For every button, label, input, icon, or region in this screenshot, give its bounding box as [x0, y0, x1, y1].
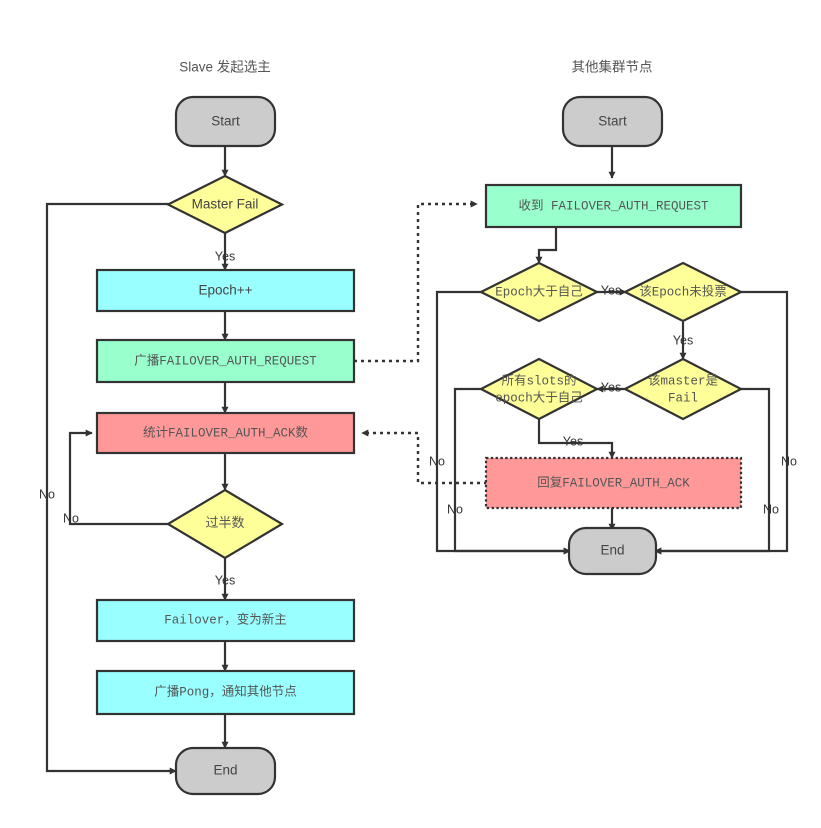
edge-right-receive-to-epochgreater	[535, 227, 558, 264]
node-left-end-label: End	[213, 763, 237, 778]
node-left-broadcast-pong-label: 广播Pong，通知其他节点	[154, 684, 297, 699]
node-left-count-ack-label: 统计FAILOVER_AUTH_ACK数	[143, 424, 309, 440]
edge-label-right-notvoted-no: No	[781, 454, 797, 468]
node-left-failover[interactable]	[95, 598, 356, 643]
edge-label-left-majority-yes: Yes	[215, 573, 235, 587]
node-left-broadcast-request-label: 广播FAILOVER_AUTH_REQUEST	[134, 353, 317, 368]
node-right-receive-request[interactable]	[484, 183, 743, 229]
edge-left-masterfail-no	[45, 202, 177, 775]
node-left-count-ack[interactable]	[95, 411, 356, 455]
edge-cross-ack	[361, 429, 487, 485]
node-left-broadcast-pong[interactable]	[95, 669, 356, 716]
node-left-majority[interactable]	[165, 488, 285, 560]
node-right-master-is-fail-line1: 该master是	[648, 373, 719, 388]
node-left-end[interactable]	[174, 746, 277, 796]
edge-right-slotsepoch-yes	[537, 419, 616, 459]
edge-label-right-notvoted-yes: Yes	[673, 333, 693, 347]
edge-label-left-majority-no: No	[63, 511, 79, 525]
node-right-end-label: End	[600, 543, 624, 558]
node-right-reply-ack-label: 回复FAILOVER_AUTH_ACK	[537, 475, 690, 490]
edge-label-right-epochgreater-no: No	[429, 454, 445, 468]
node-right-slots-epoch-greater-line2: epoch大于自己	[495, 390, 583, 405]
node-right-master-is-fail-line2: Fail	[668, 391, 698, 405]
node-right-epoch-not-voted-label: 该Epoch未投票	[639, 283, 727, 299]
edge-label-left-masterfail-yes: Yes	[215, 249, 235, 263]
edge-right-masterfail-no	[654, 387, 771, 555]
node-right-reply-ack[interactable]	[484, 456, 743, 510]
edge-label-right-masterfail-no: No	[763, 502, 779, 516]
node-left-majority-label: 过半数	[205, 515, 244, 530]
node-left-failover-label: Failover，变为新主	[164, 611, 287, 627]
node-right-slots-epoch-greater-line1: 所有slots的	[501, 372, 576, 388]
node-left-epoch-increment[interactable]	[95, 268, 356, 313]
node-left-broadcast-request[interactable]	[95, 338, 356, 384]
edge-label-right-masterfail-yes: Yes	[601, 380, 621, 394]
node-left-epoch-increment-label: Epoch++	[198, 283, 252, 298]
edge-label-right-epochgreater-yes: Yes	[601, 283, 621, 297]
edge-right-slotsepoch-no	[453, 387, 571, 555]
edge-label-right-slotsepoch-no: No	[447, 502, 463, 516]
node-right-end[interactable]	[567, 526, 658, 576]
node-right-master-is-fail[interactable]	[622, 357, 744, 421]
node-right-receive-request-label: 收到 FAILOVER_AUTH_REQUEST	[518, 198, 709, 213]
left-column-title: Slave 发起选主	[179, 60, 271, 75]
node-right-epoch-not-voted[interactable]	[622, 261, 744, 323]
node-left-start-label: Start	[211, 114, 240, 129]
node-left-master-fail[interactable]	[165, 174, 285, 235]
node-right-slots-epoch-greater[interactable]	[478, 357, 600, 421]
node-right-epoch-greater[interactable]	[478, 261, 600, 323]
edge-label-right-slotsepoch-yes: Yes	[563, 434, 583, 448]
edge-cross-request	[354, 200, 478, 363]
node-left-start[interactable]	[174, 95, 277, 148]
edge-label-left-masterfail-no: No	[39, 487, 55, 501]
edge-left-majority-no	[68, 429, 169, 526]
right-column-title: 其他集群节点	[572, 60, 653, 75]
node-left-master-fail-label: Master Fail	[192, 197, 259, 212]
node-right-start-label: Start	[598, 114, 627, 129]
node-right-epoch-greater-label: Epoch大于自己	[495, 284, 583, 299]
node-right-start[interactable]	[561, 95, 664, 148]
